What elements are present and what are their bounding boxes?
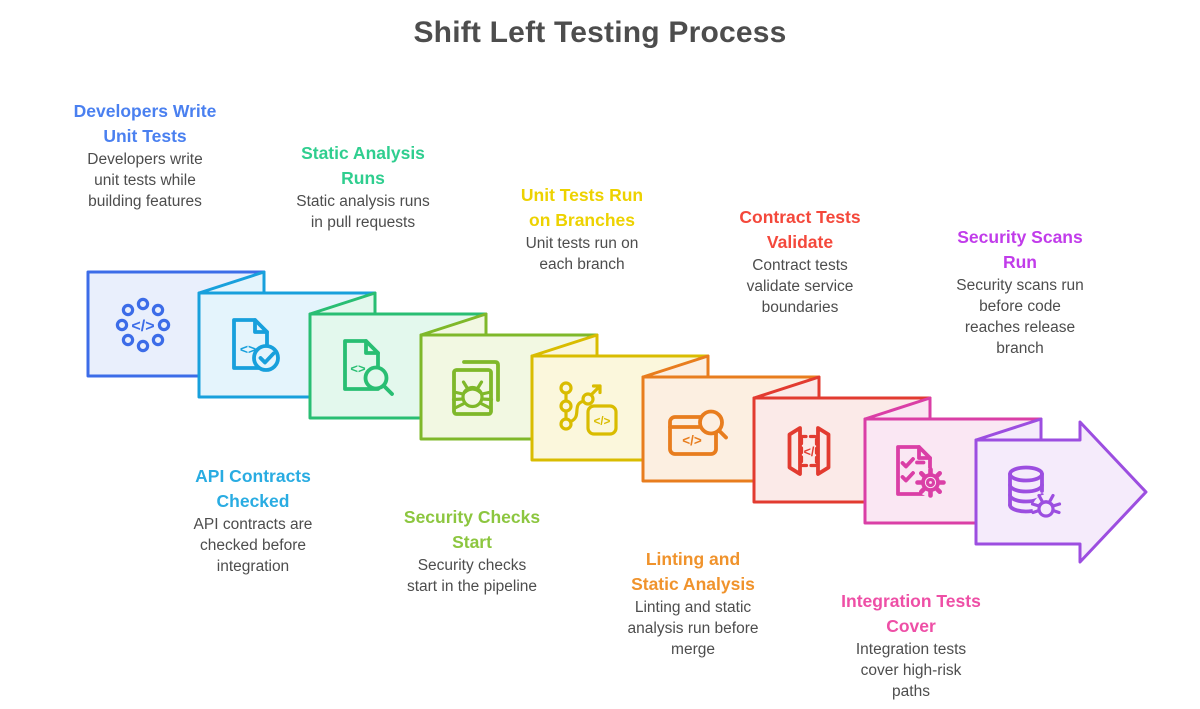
step-heading: Security Checks Start <box>403 507 541 552</box>
step-body: Unit tests run on each branch <box>525 235 639 273</box>
step-body: Security scans run before code reaches r… <box>956 277 1084 357</box>
page-title: Shift Left Testing Process <box>413 16 787 49</box>
stage-shape-security-scans-run <box>974 417 1148 564</box>
step-label-static-analysis-runs: Static Analysis Runs Static analysis run… <box>258 141 468 233</box>
step-label-security-scans-run: Security Scans Run Security scans run be… <box>915 225 1125 359</box>
step-heading: Developers Write Unit Tests <box>73 101 217 146</box>
step-label-api-contracts-checked: API Contracts Checked API contracts are … <box>148 464 358 577</box>
step-body: Contract tests validate service boundari… <box>746 257 854 316</box>
step-body: API contracts are checked before integra… <box>193 516 313 575</box>
step-body: Developers write unit tests while buildi… <box>87 151 203 210</box>
step-heading: Security Scans Run <box>957 227 1083 272</box>
svg-text:</>: </> <box>594 416 611 428</box>
step-label-linting-and-static-analysis: Linting and Static Analysis Linting and … <box>588 547 798 660</box>
svg-text:</>: </> <box>682 433 702 448</box>
step-label-unit-tests-run-on-branches: Unit Tests Run on Branches Unit tests ru… <box>477 183 687 275</box>
step-label-developers-write-unit-tests: Developers Write Unit Tests Developers w… <box>40 99 250 212</box>
step-body: Security checks start in the pipeline <box>406 557 538 595</box>
step-heading: Static Analysis Runs <box>301 143 425 188</box>
checklist-gear-icon <box>896 445 946 498</box>
step-label-contract-tests-validate: Contract Tests Validate Contract tests v… <box>695 205 905 318</box>
step-label-security-checks-start: Security Checks Start Security checks st… <box>367 505 577 597</box>
file-check-icon: <> <box>232 318 280 372</box>
svg-text:<>: <> <box>350 361 366 376</box>
step-heading: Integration Tests Cover <box>841 591 981 636</box>
step-heading: Contract Tests Validate <box>739 207 861 252</box>
step-heading: Linting and Static Analysis <box>631 549 755 594</box>
step-body: Static analysis runs in pull requests <box>296 193 430 231</box>
unit-test-code-icon: </> <box>115 297 171 353</box>
step-body: Integration tests cover high-risk paths <box>855 641 967 700</box>
step-label-integration-tests-cover: Integration Tests Cover Integration test… <box>806 589 1016 702</box>
svg-text:</>: </> <box>131 318 154 335</box>
bug-file-icon <box>451 360 500 416</box>
step-heading: API Contracts Checked <box>195 466 311 511</box>
window-code-search-icon: </> <box>668 409 728 456</box>
svg-text:</: </ <box>804 445 815 459</box>
database-bug-icon <box>1008 465 1062 522</box>
file-search-icon: <> <box>343 339 394 396</box>
svg-text:<>: <> <box>240 341 256 357</box>
contract-brackets-icon: </ <box>787 426 831 476</box>
step-body: Linting and static analysis run before m… <box>627 599 759 658</box>
step-heading: Unit Tests Run on Branches <box>520 185 644 230</box>
git-branch-code-icon: </> <box>559 381 618 436</box>
